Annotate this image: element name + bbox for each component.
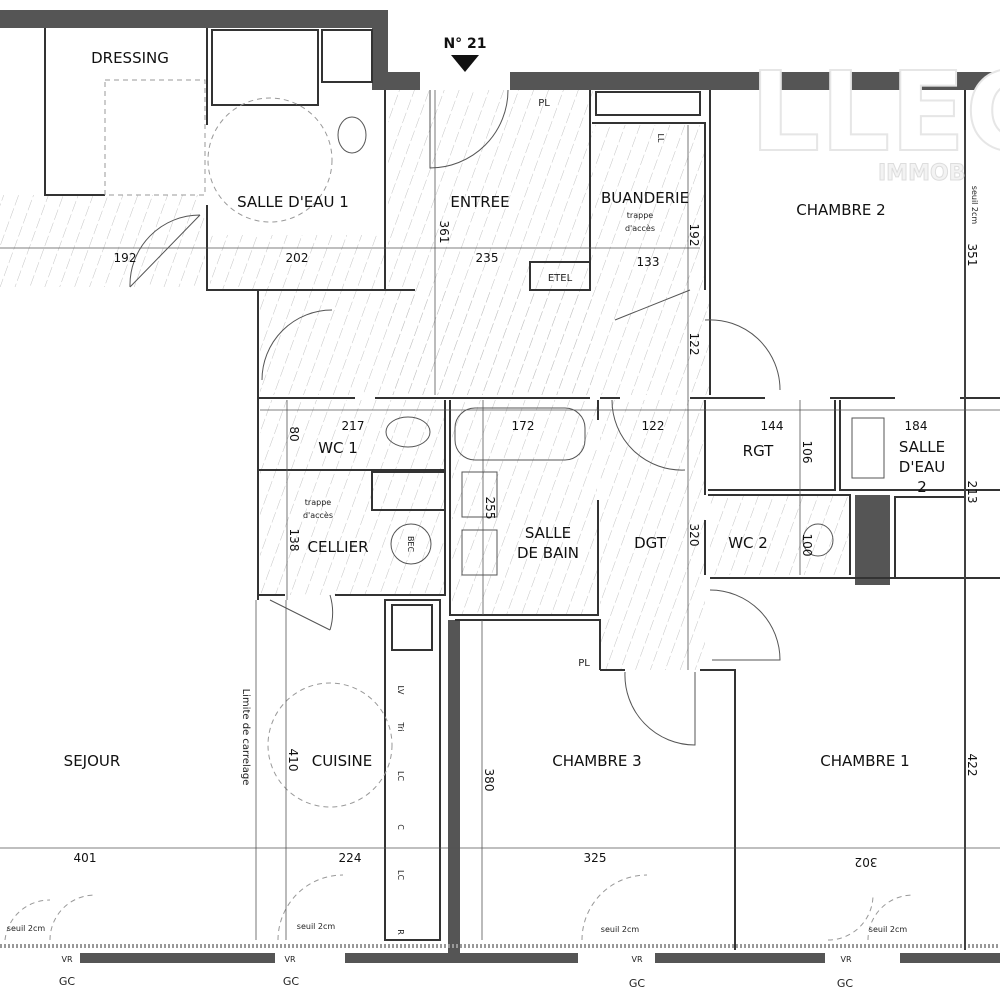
svg-text:192: 192 <box>687 224 701 247</box>
svg-text:PL: PL <box>538 98 550 109</box>
svg-text:380: 380 <box>482 769 496 792</box>
entry-arrow-icon <box>451 55 479 72</box>
svg-text:184: 184 <box>905 419 928 433</box>
room-wc-2: WC 2 <box>728 534 768 552</box>
svg-text:138: 138 <box>287 529 301 552</box>
room-rgt: RGT <box>743 442 775 460</box>
svg-text:224: 224 <box>339 851 362 865</box>
svg-text:LL: LL <box>656 134 665 143</box>
svg-text:R: R <box>396 929 405 935</box>
doors <box>4 89 914 941</box>
svg-text:255: 255 <box>483 497 497 520</box>
room-salle-eau-1: SALLE D'EAU 1 <box>237 193 349 211</box>
svg-text:seuil 2cm: seuil 2cm <box>601 925 640 934</box>
svg-text:GC: GC <box>629 977 646 990</box>
svg-text:PL: PL <box>578 658 590 669</box>
svg-text:seuil 2cm: seuil 2cm <box>7 924 46 933</box>
svg-text:LLEC: LLEC <box>750 48 1000 176</box>
svg-text:N° 21: N° 21 <box>443 36 486 52</box>
svg-text:LC: LC <box>396 870 405 880</box>
room-wc-1: WC 1 <box>318 439 358 457</box>
svg-text:320: 320 <box>687 524 701 547</box>
svg-text:seuil 2cm: seuil 2cm <box>297 922 336 931</box>
room-chambre-1: CHAMBRE 1 <box>820 752 909 770</box>
room-dressing: DRESSING <box>91 49 169 67</box>
svg-text:GC: GC <box>837 977 854 990</box>
room-entree: ENTREE <box>450 193 509 211</box>
svg-text:seuil 2cm: seuil 2cm <box>869 925 908 934</box>
tiled-areas <box>0 90 850 670</box>
svg-text:VR: VR <box>631 955 642 964</box>
svg-text:trappe: trappe <box>305 498 331 507</box>
svg-text:C: C <box>396 824 405 830</box>
svg-text:133: 133 <box>637 255 660 269</box>
entry-marker: N° 21 <box>443 36 487 72</box>
svg-text:VR: VR <box>61 955 72 964</box>
svg-text:361: 361 <box>437 221 451 244</box>
svg-text:422: 422 <box>965 754 979 777</box>
svg-text:302: 302 <box>855 855 878 869</box>
svg-text:80: 80 <box>287 426 301 441</box>
dimension-lines <box>0 90 1000 950</box>
svg-text:Tri: Tri <box>396 721 405 731</box>
svg-text:d'accès: d'accès <box>625 223 655 233</box>
fixtures <box>104 79 885 808</box>
svg-text:VR: VR <box>840 955 851 964</box>
svg-text:325: 325 <box>584 851 607 865</box>
svg-text:ETEL: ETEL <box>548 273 573 284</box>
svg-text:100: 100 <box>800 534 814 557</box>
svg-text:BEC: BEC <box>406 536 415 553</box>
room-chambre-3: CHAMBRE 3 <box>552 752 641 770</box>
svg-text:GC: GC <box>283 975 300 988</box>
room-salle-eau-2: SALLE <box>899 438 945 456</box>
room-chambre-2: CHAMBRE 2 <box>796 201 885 219</box>
room-salle-de-bain: SALLE <box>525 524 571 542</box>
svg-text:122: 122 <box>642 419 665 433</box>
svg-text:Limite de carrelage: Limite de carrelage <box>240 689 251 786</box>
svg-text:LV: LV <box>396 685 405 695</box>
svg-text:213: 213 <box>965 481 979 504</box>
svg-text:172: 172 <box>512 419 535 433</box>
room-cuisine: CUISINE <box>312 752 373 770</box>
svg-text:trappe: trappe <box>627 211 653 220</box>
room-cellier: CELLIER <box>308 538 369 556</box>
svg-text:106: 106 <box>800 441 814 464</box>
svg-text:GC: GC <box>59 975 76 988</box>
svg-text:192: 192 <box>114 251 137 265</box>
svg-text:144: 144 <box>761 419 784 433</box>
svg-text:122: 122 <box>687 333 701 356</box>
svg-text:seuil 2cm: seuil 2cm <box>970 186 979 225</box>
annotations: PL PL ETEL trappe d'accès trappe d'accès… <box>7 98 979 990</box>
svg-text:217: 217 <box>342 419 365 433</box>
room-buanderie: BUANDERIE <box>601 189 689 207</box>
room-labels: DRESSING SALLE D'EAU 1 ENTREE BUANDERIE … <box>64 49 946 770</box>
outer-walls <box>0 10 1000 963</box>
room-dgt: DGT <box>634 534 667 552</box>
svg-text:d'accès: d'accès <box>303 510 333 520</box>
svg-text:IMMOB: IMMOB <box>878 161 965 186</box>
svg-text:DE BAIN: DE BAIN <box>517 544 579 562</box>
svg-text:D'EAU: D'EAU <box>899 458 945 476</box>
dimension-labels: 192 202 235 361 133 192 351 122 217 80 1… <box>74 221 979 869</box>
svg-text:235: 235 <box>476 251 499 265</box>
svg-text:LC: LC <box>396 771 405 781</box>
svg-text:351: 351 <box>965 244 979 267</box>
watermark-logo: LLEC IMMOB <box>749 47 1000 187</box>
svg-text:401: 401 <box>74 851 97 865</box>
svg-text:202: 202 <box>286 251 309 265</box>
svg-text:2: 2 <box>917 478 927 496</box>
svg-text:VR: VR <box>284 955 295 964</box>
svg-text:410: 410 <box>286 749 300 772</box>
room-sejour: SEJOUR <box>64 752 121 770</box>
